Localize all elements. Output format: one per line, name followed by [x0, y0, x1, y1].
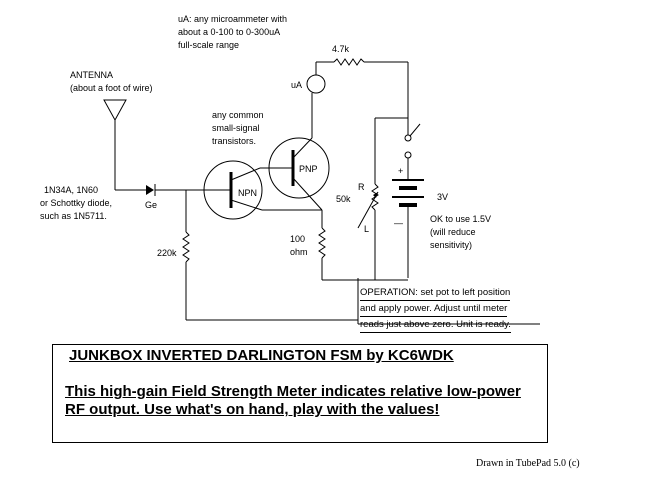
- operation-line-2: and apply power. Adjust until meter: [360, 301, 508, 317]
- resistor-220k: [182, 190, 190, 320]
- pnp-transistor: [260, 137, 330, 211]
- battery-note-line-1: OK to use 1.5V: [430, 214, 491, 224]
- battery-voltage-label: 3V: [437, 192, 448, 202]
- transistor-note-line-2: small-signal: [212, 123, 260, 133]
- resistor-100-label: 100: [290, 234, 305, 244]
- diode-note-line-1: 1N34A, 1N60: [44, 185, 98, 195]
- npn-label: NPN: [238, 188, 257, 198]
- antenna-sublabel: (about a foot of wire): [70, 83, 153, 93]
- power-switch: [404, 123, 421, 180]
- description-text: This high-gain Field Strength Meter indi…: [65, 383, 521, 418]
- transistor-note-line-3: transistors.: [212, 136, 256, 146]
- microammeter: [306, 62, 326, 138]
- antenna-label: ANTENNA: [70, 70, 113, 80]
- potentiometer-50k: [357, 117, 408, 280]
- battery-minus-label: —: [394, 218, 403, 228]
- transistor-note-line-1: any common: [212, 110, 264, 120]
- operation-line-1: OPERATION: set pot to left position: [360, 285, 511, 301]
- pot-value-label: 50k: [336, 194, 351, 204]
- pot-l-label: L: [364, 224, 369, 234]
- diode-note-line-2: or Schottky diode,: [40, 198, 112, 208]
- meter-label: uA: [291, 80, 302, 90]
- operation-note: OPERATION: set pot to left position and …: [360, 285, 511, 333]
- resistor-4-7k-label: 4.7k: [332, 44, 350, 54]
- pot-r-label: R: [358, 182, 365, 192]
- npn-transistor: [203, 160, 263, 220]
- title-block: JUNKBOX INVERTED DARLINGTON FSM by KC6WD…: [52, 344, 548, 443]
- resistor-220k-label: 220k: [157, 248, 177, 258]
- meter-note-line-1: uA: any microammeter with: [178, 14, 287, 24]
- battery-symbol: [392, 179, 424, 278]
- diode-note-line-3: such as 1N5711.: [40, 211, 107, 221]
- meter-note-line-3: full-scale range: [178, 40, 239, 50]
- meter-note-line-2: about a 0-100 to 0-300uA: [178, 27, 280, 37]
- battery-note-line-3: sensitivity): [430, 240, 472, 250]
- diode-symbol: [115, 184, 205, 196]
- resistor-100-ohm: [318, 227, 326, 280]
- resistor-4-7k: [316, 58, 409, 135]
- title-text: JUNKBOX INVERTED DARLINGTON FSM by KC6WD…: [69, 347, 454, 364]
- resistor-ohm-label: ohm: [290, 247, 308, 257]
- diode-label: Ge: [145, 200, 157, 210]
- antenna-symbol: [103, 99, 127, 190]
- pnp-label: PNP: [299, 164, 318, 174]
- battery-note-line-2: (will reduce: [430, 227, 476, 237]
- operation-line-3: reads just above zero. Unit is ready.: [360, 317, 511, 333]
- credit-text: Drawn in TubePad 5.0 (c): [476, 458, 580, 469]
- battery-plus-label: +: [398, 166, 403, 176]
